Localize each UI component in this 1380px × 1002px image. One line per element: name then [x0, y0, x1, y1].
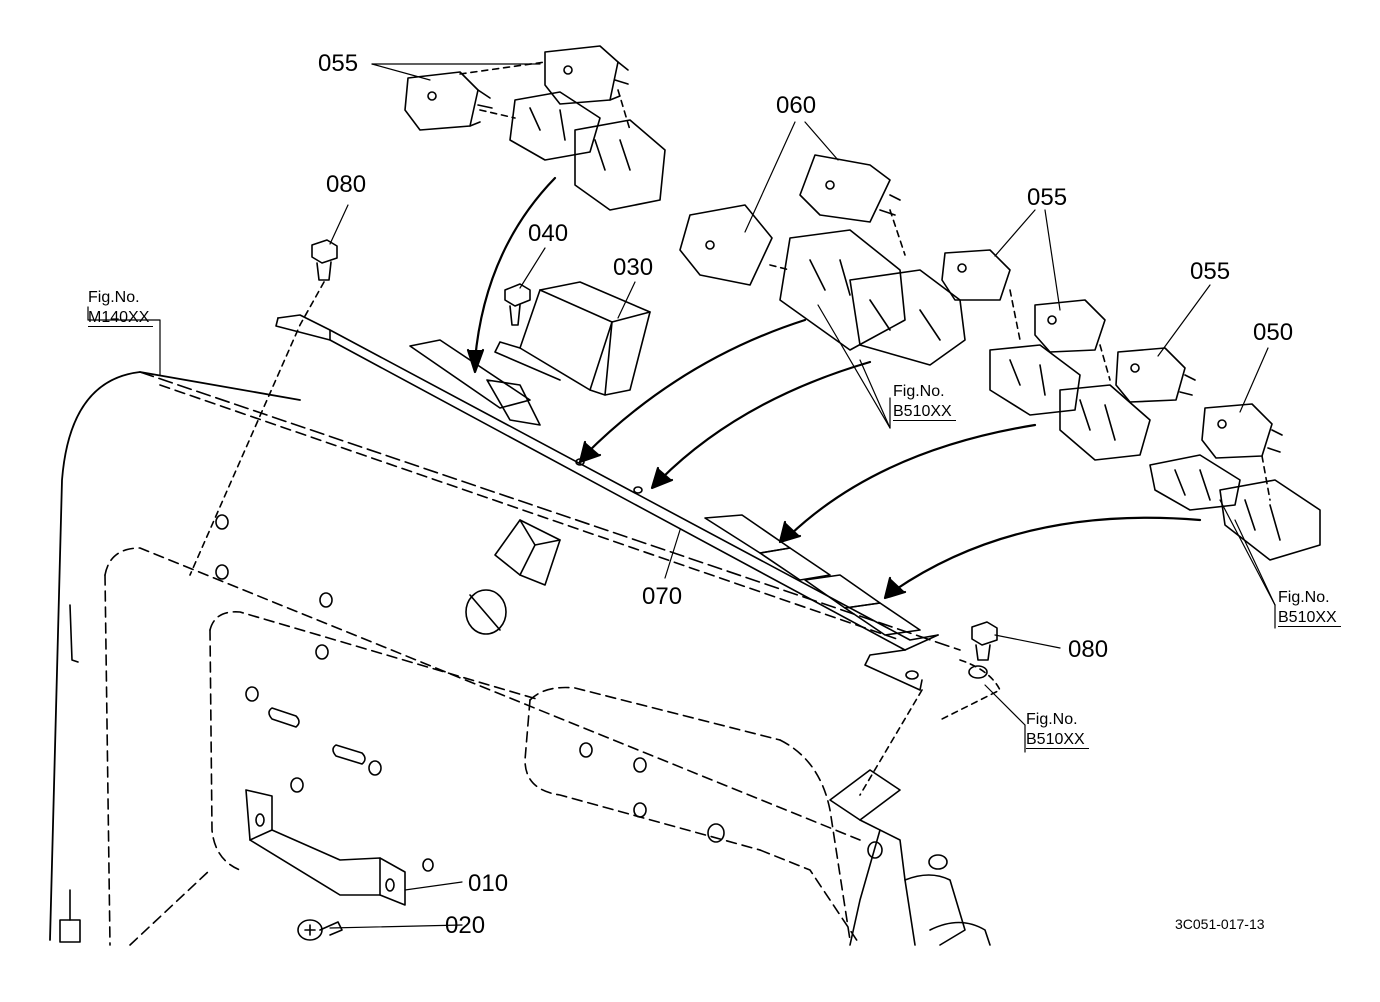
callout-060: 060 — [776, 92, 817, 119]
relay-bracket-070 — [275, 314, 939, 691]
relay-055-right — [1115, 347, 1196, 403]
callout-055-top: 055 — [318, 50, 359, 77]
relay-group-055-mid — [941, 249, 1151, 461]
fig-ref-number: M140XX — [88, 309, 154, 327]
assembly-arrows — [466, 176, 1202, 600]
bracket-010 — [245, 789, 406, 906]
bolt-080-right — [859, 621, 1001, 796]
fig-ref-number: B510XX — [1278, 609, 1341, 627]
fig-ref-prefix: Fig.No. — [1278, 589, 1330, 606]
relay-group-055-top — [404, 45, 666, 211]
fig-ref-m140xx: Fig.No. M140XX — [88, 288, 154, 328]
fig-ref-number: B510XX — [893, 403, 956, 421]
callout-055-mid: 055 — [1027, 184, 1068, 211]
fig-ref-number: B510XX — [1026, 731, 1089, 749]
callout-080-left: 080 — [326, 171, 367, 198]
fig-ref-b510xx-right: Fig.No. B510XX — [1278, 588, 1341, 628]
bolt-040 — [504, 283, 531, 326]
callout-020: 020 — [445, 912, 486, 939]
relay-050 — [1149, 403, 1321, 561]
drawing-code: 3C051-017-13 — [1175, 916, 1265, 932]
screw-020 — [297, 919, 343, 941]
callout-080-right: 080 — [1068, 636, 1109, 663]
callout-040: 040 — [528, 220, 569, 247]
relay-030 — [494, 281, 651, 396]
callout-055-right: 055 — [1190, 258, 1231, 285]
fig-ref-prefix: Fig.No. — [88, 289, 140, 306]
callout-050: 050 — [1253, 319, 1294, 346]
fig-ref-b510xx-upper: Fig.No. B510XX — [893, 382, 956, 422]
fig-ref-prefix: Fig.No. — [1026, 711, 1078, 728]
housing-panel — [49, 371, 991, 946]
callout-070: 070 — [642, 583, 683, 610]
leader-lines — [87, 63, 1276, 929]
callout-030: 030 — [613, 254, 654, 281]
bolt-080-left — [189, 239, 338, 576]
fig-ref-b510xx-lower: Fig.No. B510XX — [1026, 710, 1089, 750]
callout-010: 010 — [468, 870, 509, 897]
fig-ref-prefix: Fig.No. — [893, 383, 945, 400]
relay-group-060 — [679, 154, 966, 366]
